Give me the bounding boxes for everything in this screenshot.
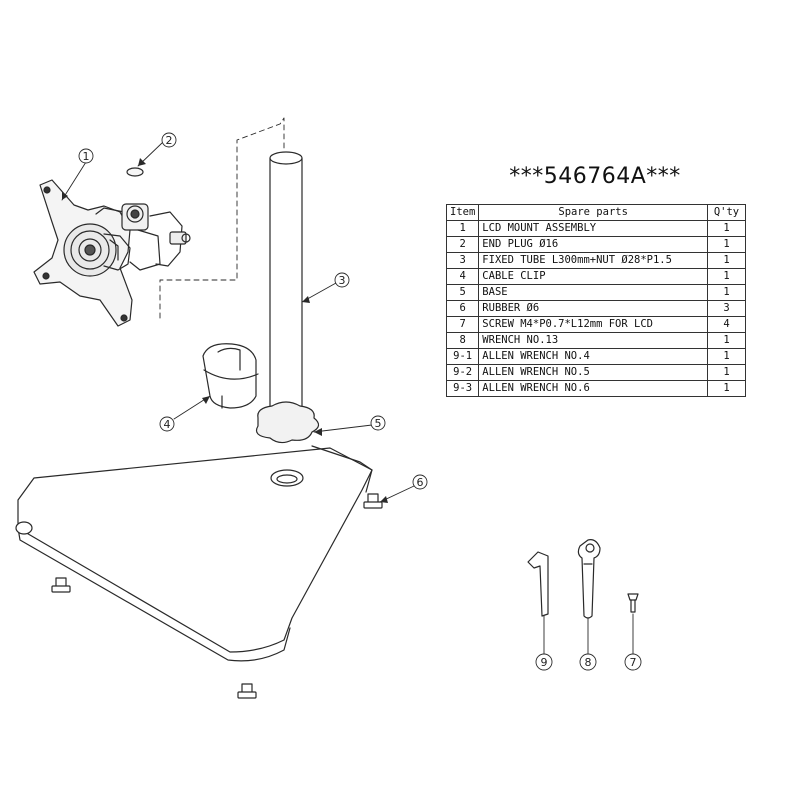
callout-3-circle bbox=[334, 272, 350, 288]
table-row: 9-2 ALLEN WRENCH NO.5 1 bbox=[445, 364, 746, 381]
row-name: ALLEN WRENCH NO.4 bbox=[478, 348, 708, 365]
table-row: 8 WRENCH NO.13 1 bbox=[445, 332, 746, 349]
row-item: 2 bbox=[445, 236, 480, 253]
callout-6-label: 6 bbox=[417, 476, 424, 489]
row-qty: 1 bbox=[707, 348, 746, 365]
row-name: ALLEN WRENCH NO.6 bbox=[478, 380, 708, 397]
row-item: 3 bbox=[445, 252, 480, 269]
row-name: END PLUG Ø16 bbox=[478, 236, 708, 253]
callout-8-circle bbox=[579, 653, 597, 671]
leader-1 bbox=[61, 161, 87, 201]
row-item: 5 bbox=[445, 284, 480, 301]
callout-4-circle bbox=[159, 416, 175, 432]
row-qty: 1 bbox=[707, 236, 746, 253]
table-row: 5 BASE 1 bbox=[445, 284, 746, 301]
table-row: 3 FIXED TUBE L300mm+NUT Ø28*P1.5 1 bbox=[445, 252, 746, 269]
rubber-foot-bottom bbox=[237, 683, 257, 699]
table-row: 7 SCREW M4*P0.7*L12mm FOR LCD 4 bbox=[445, 316, 746, 333]
part-code-title: ***546764A*** bbox=[509, 164, 681, 189]
end-plug bbox=[126, 167, 144, 177]
callout-8-label: 8 bbox=[585, 656, 592, 669]
table-row: 2 END PLUG Ø16 1 bbox=[445, 236, 746, 253]
screw bbox=[627, 593, 639, 613]
row-item: 4 bbox=[445, 268, 480, 285]
row-name: LCD MOUNT ASSEMBLY bbox=[478, 220, 708, 237]
rubber-foot-left bbox=[51, 577, 71, 593]
header-spare-parts: Spare parts bbox=[478, 204, 708, 221]
lcd-mount-assembly bbox=[33, 179, 191, 327]
cable-clip bbox=[202, 343, 259, 409]
row-qty: 1 bbox=[707, 220, 746, 237]
callout-7-label: 7 bbox=[630, 656, 637, 669]
row-name: CABLE CLIP bbox=[478, 268, 708, 285]
callout-4-label: 4 bbox=[164, 418, 171, 431]
row-qty: 1 bbox=[707, 332, 746, 349]
table-row: 9-3 ALLEN WRENCH NO.6 1 bbox=[445, 380, 746, 397]
callout-3-label: 3 bbox=[339, 274, 346, 287]
callout-7-circle bbox=[624, 653, 642, 671]
spare-parts-table: Item Spare parts Q'ty 1 LCD MOUNT ASSEMB… bbox=[445, 204, 746, 397]
header-qty: Q'ty bbox=[707, 204, 746, 221]
callout-2-label: 2 bbox=[166, 134, 173, 147]
fixed-tube bbox=[269, 151, 303, 423]
row-item: 1 bbox=[445, 220, 480, 237]
row-qty: 1 bbox=[707, 284, 746, 301]
row-item: 7 bbox=[445, 316, 480, 333]
row-item: 9-2 bbox=[445, 364, 480, 381]
row-item: 6 bbox=[445, 300, 480, 317]
table-row: 6 RUBBER Ø6 3 bbox=[445, 300, 746, 317]
callout-9-label: 9 bbox=[541, 656, 548, 669]
tube-flange-nut bbox=[255, 401, 320, 444]
row-item: 8 bbox=[445, 332, 480, 349]
row-name: RUBBER Ø6 bbox=[478, 300, 708, 317]
row-item: 9-3 bbox=[445, 380, 480, 397]
row-item: 9-1 bbox=[445, 348, 480, 365]
row-qty: 1 bbox=[707, 252, 746, 269]
header-item: Item bbox=[445, 204, 480, 221]
callout-1-label: 1 bbox=[83, 150, 90, 163]
row-qty: 1 bbox=[707, 364, 746, 381]
assembly-guide-dashed-line bbox=[159, 117, 285, 319]
rubber-foot-right bbox=[363, 493, 383, 509]
table-row: 1 LCD MOUNT ASSEMBLY 1 bbox=[445, 220, 746, 237]
wrench bbox=[577, 539, 601, 619]
table-row: 4 CABLE CLIP 1 bbox=[445, 268, 746, 285]
table-row: 9-1 ALLEN WRENCH NO.4 1 bbox=[445, 348, 746, 365]
allen-wrench bbox=[527, 551, 549, 617]
row-qty: 1 bbox=[707, 268, 746, 285]
row-name: SCREW M4*P0.7*L12mm FOR LCD bbox=[478, 316, 708, 333]
row-qty: 1 bbox=[707, 380, 746, 397]
callout-5-label: 5 bbox=[375, 417, 382, 430]
callout-1-circle bbox=[78, 148, 94, 164]
row-qty: 3 bbox=[707, 300, 746, 317]
callout-2-circle bbox=[161, 132, 177, 148]
callout-9-circle bbox=[535, 653, 553, 671]
row-name: FIXED TUBE L300mm+NUT Ø28*P1.5 bbox=[478, 252, 708, 269]
base-plate bbox=[15, 445, 373, 662]
table-header-row: Item Spare parts Q'ty bbox=[445, 204, 746, 221]
row-name: BASE bbox=[478, 284, 708, 301]
leader-5 bbox=[313, 424, 373, 433]
callout-5-circle bbox=[370, 415, 386, 431]
row-name: ALLEN WRENCH NO.5 bbox=[478, 364, 708, 381]
row-qty: 4 bbox=[707, 316, 746, 333]
row-name: WRENCH NO.13 bbox=[478, 332, 708, 349]
callout-6-circle bbox=[412, 474, 428, 490]
